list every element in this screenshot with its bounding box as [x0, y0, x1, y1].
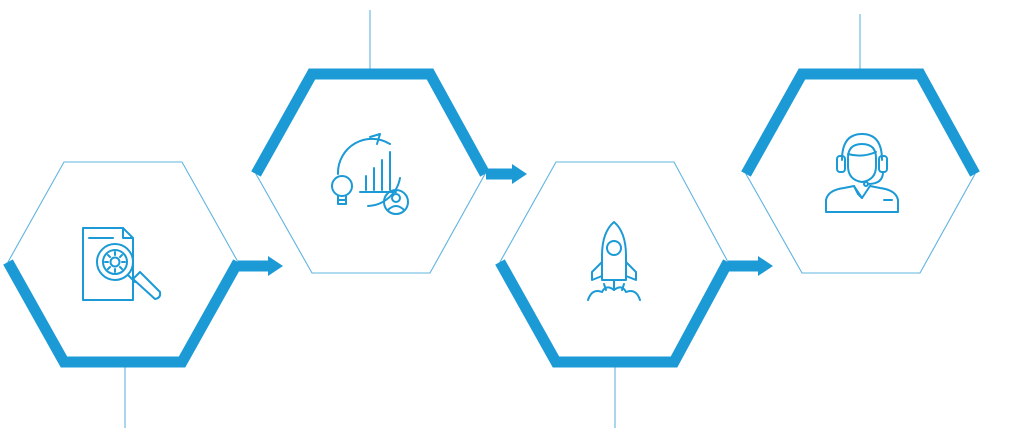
- customer-support-agent-icon: [825, 133, 899, 213]
- arrow-step-3-to-4: [728, 256, 773, 276]
- step-4-hexagon-thick-edge: [741, 68, 980, 177]
- step-2-hexagon-thick-edge: [251, 68, 490, 177]
- step-1-hexagon-thick-edge: [3, 259, 243, 368]
- step-1-hexagon: [3, 161, 243, 368]
- growth-cycle-analytics-icon: [331, 133, 409, 215]
- rocket-launch-icon: [587, 221, 641, 301]
- step-3-hexagon: [495, 161, 733, 368]
- document-search-gear-icon: [82, 227, 162, 301]
- step-3-hexagon-thick-edge: [495, 259, 733, 368]
- arrow-step-1-to-2: [238, 256, 283, 276]
- step-4-hexagon: [741, 68, 980, 274]
- step-2-hexagon: [251, 68, 490, 274]
- arrow-step-2-to-3: [486, 164, 527, 184]
